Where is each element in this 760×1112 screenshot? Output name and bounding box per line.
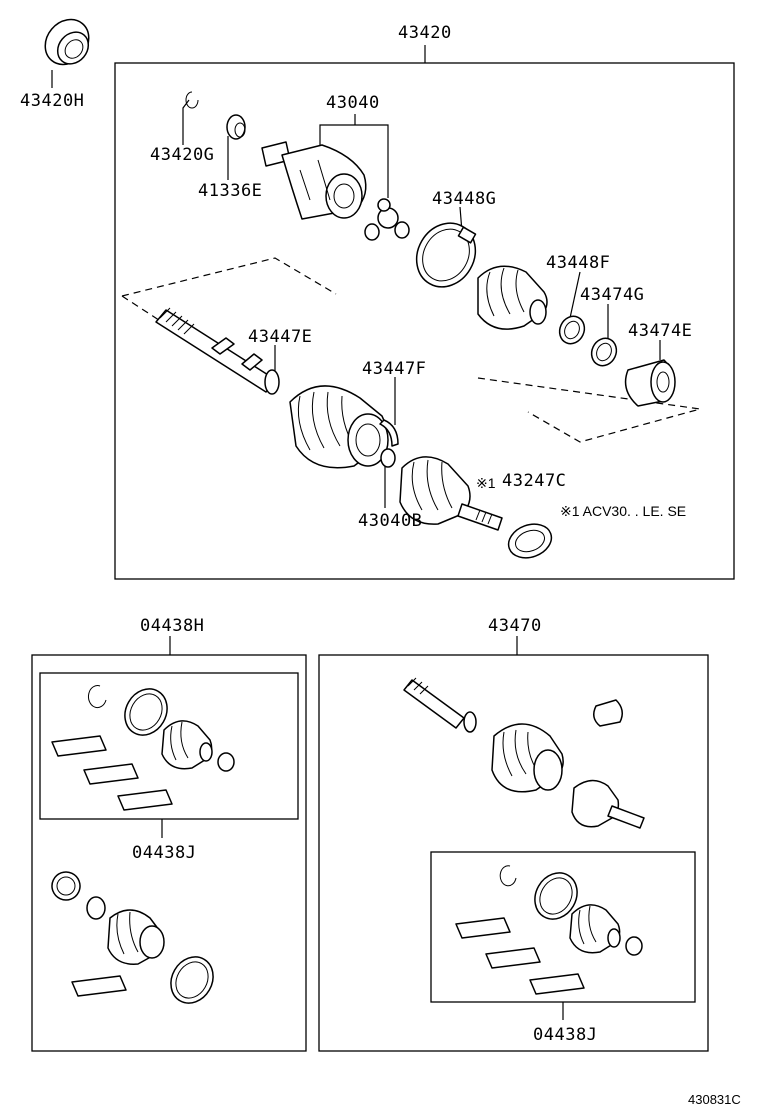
- label-43470: 43470: [488, 616, 542, 636]
- label-43247c: 43247C: [502, 471, 566, 491]
- label-43040b: 43040B: [358, 511, 422, 531]
- outboard-joint-drawing: [399, 456, 503, 531]
- label-43420: 43420: [398, 23, 452, 43]
- band-43448g-drawing: [415, 222, 477, 288]
- drive-shaft-drawing: [155, 307, 280, 395]
- label-43448f: 43448F: [546, 253, 610, 273]
- label-43448g: 43448G: [432, 189, 496, 209]
- sub-assembly-dashed-outline: [121, 257, 337, 297]
- band-43447f-drawing: [379, 419, 399, 447]
- kit-left-grease-packs-drawing: [51, 735, 173, 811]
- label-43447e: 43447E: [248, 327, 312, 347]
- label-04438h: 04438H: [140, 616, 204, 636]
- tripod-joint-drawing: [364, 198, 410, 241]
- label-43474e: 43474E: [628, 321, 692, 341]
- label-43040: 43040: [326, 93, 380, 113]
- damper-43474e-drawing: [624, 359, 676, 407]
- snap-ring-43420g-drawing: [185, 91, 199, 109]
- label-mark: ※1: [476, 475, 496, 491]
- label-43420h: 43420H: [20, 91, 84, 111]
- label-04438j-left: 04438J: [132, 843, 196, 863]
- shaft-assembly-box-right: [318, 654, 709, 1052]
- kit-left-lower-parts-drawing: [51, 871, 214, 1004]
- bushing-41336e-drawing: [226, 114, 246, 140]
- footer-code: 430831C: [688, 1092, 741, 1107]
- kit-left-snap-ring-drawing: [88, 685, 107, 709]
- note-acv30: ※1 ACV30. . LE. SE: [560, 503, 686, 519]
- label-43420g: 43420G: [150, 145, 214, 165]
- clamp-43474g-drawing: [590, 337, 618, 367]
- label-43474g: 43474G: [580, 285, 644, 305]
- label-41336e: 41336E: [198, 181, 262, 201]
- outboard-boot-drawing: [289, 385, 389, 469]
- kit-left-boot-drawing: [161, 720, 235, 772]
- boot-kit-outer-box-left: [31, 654, 307, 1052]
- inboard-joint-43040-drawing: [261, 141, 367, 220]
- seal-43420h-drawing: [44, 18, 90, 66]
- label-43447f: 43447F: [362, 359, 426, 379]
- boot-kit-inner-box-left: [39, 672, 299, 820]
- sub-assembly-dashed-outline-3: [477, 377, 701, 443]
- clamp-43448f-drawing: [558, 315, 586, 345]
- inboard-boot-drawing: [477, 265, 548, 330]
- label-04438j-right: 04438J: [533, 1025, 597, 1045]
- kit-left-band-drawing: [124, 688, 168, 736]
- ring-43247c-drawing: [507, 523, 553, 559]
- ring-43040b-drawing: [380, 448, 396, 468]
- kit-right-parts-drawing: [455, 865, 643, 995]
- shaft-43470-drawing: [403, 677, 645, 829]
